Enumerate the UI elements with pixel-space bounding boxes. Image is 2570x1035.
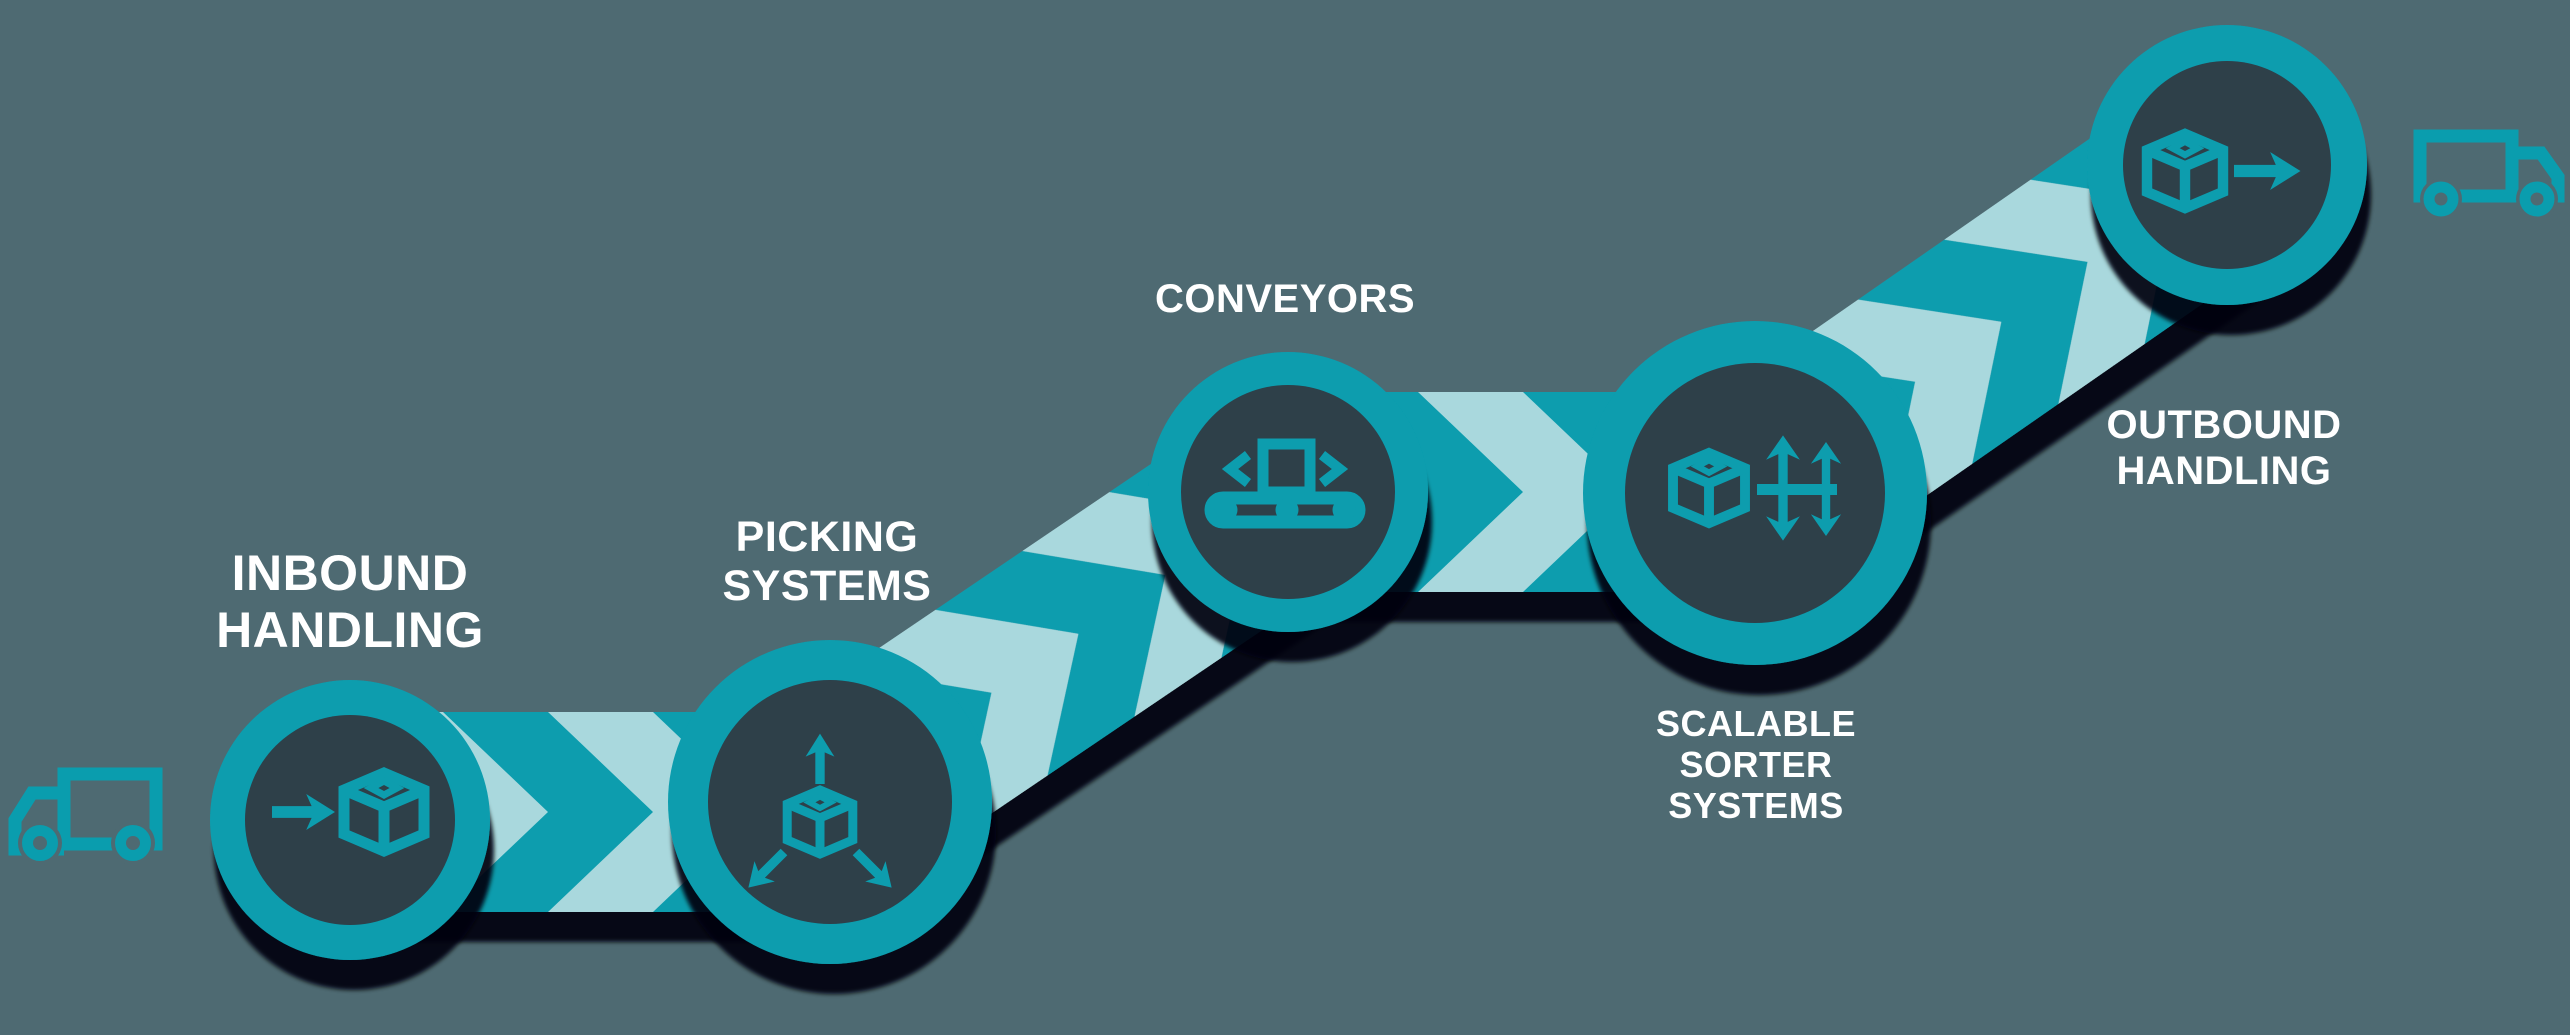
conveyor-belt xyxy=(1204,491,1366,529)
label-line: SCALABLE xyxy=(1656,703,1856,744)
truck-wheel xyxy=(2519,181,2555,217)
stage-fill xyxy=(1625,363,1885,623)
label-line: HANDLING xyxy=(216,602,484,658)
conveyor-belt-icon xyxy=(1204,438,1366,529)
delivery-truck-outbound-icon xyxy=(2413,129,2565,220)
stage-label-picking-systems: PICKING SYSTEMS xyxy=(723,513,932,611)
cube-multi-direction-icon xyxy=(1673,435,1842,541)
stage-circle-conveyors xyxy=(1148,352,1428,632)
label-line: SORTER xyxy=(1679,744,1833,786)
label-line: SYSTEMS xyxy=(1668,785,1844,827)
stage-label-outbound-handling: OUTBOUND HANDLING xyxy=(2106,403,2341,494)
chevron-right-icon xyxy=(1318,451,1349,487)
stage-circle-outbound-handling xyxy=(2087,25,2367,305)
label-line: CONVEYORS xyxy=(1154,277,1416,321)
delivery-truck-inbound-icon xyxy=(8,767,163,865)
label-line: SYSTEMS xyxy=(722,562,932,611)
roller xyxy=(1214,498,1238,522)
label-line: OUTBOUND xyxy=(2106,403,2342,447)
label-line: HANDLING xyxy=(2116,448,2332,493)
stage-label-conveyors: CONVEYORS xyxy=(1155,277,1415,323)
roller xyxy=(1275,498,1299,522)
chevron-left-icon xyxy=(1221,451,1252,487)
label-line: INBOUND xyxy=(231,545,469,601)
cross-bar xyxy=(1757,484,1837,495)
roller xyxy=(1332,498,1356,522)
stage-label-scalable-sorter-systems: SCALABLE SORTER SYSTEMS xyxy=(1656,703,1856,826)
stage-circle-picking-systems xyxy=(668,640,992,964)
truck-wheel xyxy=(115,825,151,861)
stage-circle-scalable-sorter-systems xyxy=(1583,321,1927,665)
truck-cargo-box xyxy=(2413,129,2519,203)
truck-wheel xyxy=(2423,181,2459,217)
stage-circle-inbound-handling xyxy=(210,680,490,960)
stage-label-inbound-handling: INBOUND HANDLING xyxy=(216,545,484,659)
truck-cargo-box xyxy=(57,767,163,851)
stage-fill xyxy=(245,715,455,925)
label-line: PICKING xyxy=(735,513,919,561)
truck-wheel xyxy=(22,825,58,861)
